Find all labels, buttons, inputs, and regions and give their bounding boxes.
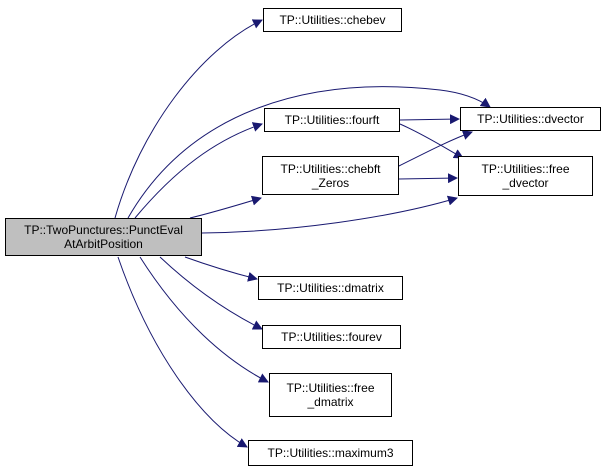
node-fourev-label: TP::Utilities::fourev [281, 330, 382, 344]
edge-fourft-to-free-dvector [399, 123, 464, 159]
node-chebft-line-2: _Zeros [311, 175, 350, 190]
node-root: TP::TwoPunctures::PunctEval AtArbitPosit… [5, 218, 202, 256]
node-free-dmatrix[interactable]: TP::Utilities::free _dmatrix [269, 373, 392, 417]
node-free-dmatrix-line-2: _dmatrix [307, 395, 354, 409]
node-fourft[interactable]: TP::Utilities::fourft [264, 108, 400, 132]
node-free-dvector-line-1: TP::Utilities::free [481, 162, 570, 176]
edge-root-to-chebft [189, 195, 262, 219]
edge-chebft-to-dvector [398, 130, 473, 167]
edge-root-to-fourev [159, 256, 263, 330]
node-chebft-line-1: TP::Utilities::chebft [280, 161, 381, 176]
edge-layer [114, 19, 491, 448]
node-root-line-2: AtArbitPosition [64, 237, 143, 251]
node-maximum3-label: TP::Utilities::maximum3 [267, 446, 394, 460]
node-free-dmatrix-line-1: TP::Utilities::free [286, 381, 375, 395]
node-free-dvector-line-2: _dvector [502, 176, 549, 190]
edge-root-to-dmatrix [184, 256, 258, 282]
edge-root-to-dvector [127, 86, 491, 219]
node-fourev[interactable]: TP::Utilities::fourev [262, 325, 401, 349]
node-dvector[interactable]: TP::Utilities::dvector [460, 107, 601, 131]
node-chebev[interactable]: TP::Utilities::chebev [263, 8, 402, 32]
edge-root-to-fourft [134, 122, 263, 219]
edge-root-to-free-dmatrix [139, 256, 269, 383]
node-dvector-label: TP::Utilities::dvector [477, 112, 584, 126]
node-chebev-label: TP::Utilities::chebev [279, 13, 386, 27]
node-fourft-label: TP::Utilities::fourft [284, 113, 380, 127]
edge-root-to-maximum3 [117, 256, 248, 448]
edge-root-to-chebev [114, 19, 263, 219]
node-maximum3[interactable]: TP::Utilities::maximum3 [248, 440, 413, 466]
edge-root-to-free-dvector [201, 195, 458, 234]
edge-chebft-to-free-dvector [398, 173, 458, 184]
node-free-dvector[interactable]: TP::Utilities::free _dvector [458, 156, 593, 196]
edge-fourft-to-dvector [399, 114, 460, 125]
node-root-line-1: TP::TwoPunctures::PunctEval [24, 223, 183, 237]
node-chebft[interactable]: TP::Utilities::chebft _Zeros [262, 156, 399, 195]
node-dmatrix-label: TP::Utilities::dmatrix [277, 281, 384, 295]
node-dmatrix[interactable]: TP::Utilities::dmatrix [258, 276, 403, 300]
